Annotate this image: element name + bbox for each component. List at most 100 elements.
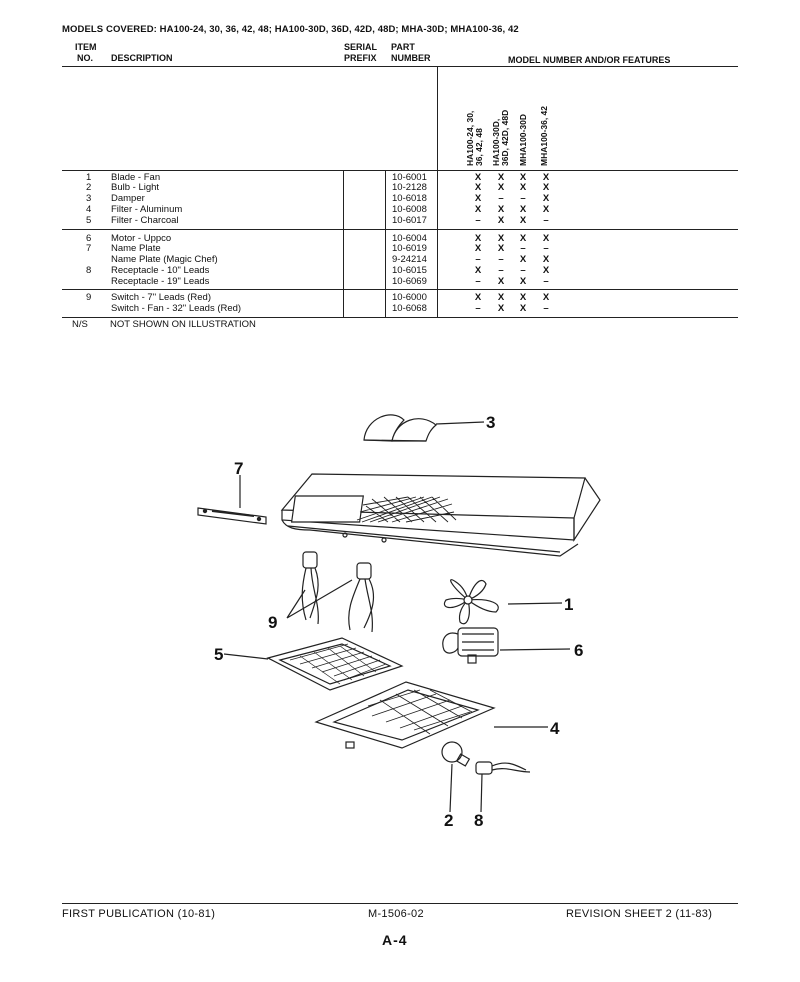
- part-description: Name Plate (Magic Chef): [111, 254, 218, 265]
- damper-drawing: [363, 414, 437, 442]
- part-number: 10-6019: [392, 243, 427, 254]
- part-description: Switch - Fan - 32" Leads (Red): [111, 303, 242, 314]
- callout-4: 4: [550, 719, 560, 738]
- model-availability-mark: X: [474, 182, 482, 193]
- footer-first-publication: FIRST PUBLICATION (10-81): [62, 908, 216, 920]
- model-availability-mark: X: [474, 204, 482, 215]
- model-col-4-header: MHA100-36, 42: [539, 105, 549, 166]
- callout-numbers: 3 7 1 9 5 6 4 2 8: [214, 413, 583, 830]
- model-availability-mark: –: [543, 243, 549, 254]
- model-availability-mark: –: [475, 215, 481, 226]
- part-description: Switch - 7" Leads (Red): [111, 292, 211, 303]
- model-availability-mark: X: [519, 182, 527, 193]
- model-availability-mark: X: [519, 303, 527, 314]
- col-part-line1: PART: [391, 42, 415, 52]
- model-availability-mark: –: [543, 215, 549, 226]
- part-number: 10-6000: [392, 292, 427, 303]
- col-item-line1: ITEM: [75, 42, 97, 52]
- model-availability-mark: –: [543, 303, 549, 314]
- callout-5: 5: [214, 645, 223, 664]
- switch-drawings: [301, 551, 375, 633]
- receptacle-drawing: [475, 761, 531, 775]
- model-availability-mark: X: [497, 215, 505, 226]
- part-number: 10-2128: [392, 182, 427, 193]
- model-availability-mark: X: [474, 172, 482, 183]
- model-availability-mark: –: [520, 243, 526, 254]
- model-availability-mark: –: [520, 193, 526, 204]
- model-availability-mark: X: [542, 172, 550, 183]
- rule-group-2-top: [62, 229, 738, 230]
- model-availability-mark: X: [542, 265, 550, 276]
- footer-rule: [62, 903, 738, 904]
- item-number: 1: [86, 172, 92, 183]
- model-availability-mark: X: [519, 172, 527, 183]
- model-availability-mark: X: [497, 303, 505, 314]
- model-availability-mark: X: [497, 182, 505, 193]
- part-number: 10-6068: [392, 303, 427, 314]
- model-availability-mark: X: [497, 292, 505, 303]
- model-availability-mark: X: [474, 265, 482, 276]
- item-number: 9: [86, 292, 92, 303]
- model-availability-mark: –: [475, 254, 481, 265]
- model-availability-mark: X: [519, 204, 527, 215]
- callout-7: 7: [234, 459, 243, 478]
- model-availability-mark: –: [520, 265, 526, 276]
- part-description: Name Plate: [111, 243, 161, 254]
- col-serial-header: SERIAL PREFIX: [344, 42, 377, 64]
- item-number: 5: [86, 215, 92, 226]
- col-model-features-header: MODEL NUMBER AND/OR FEATURES: [508, 55, 671, 65]
- model-availability-mark: X: [542, 182, 550, 193]
- model-availability-mark: X: [542, 204, 550, 215]
- model-availability-mark: X: [542, 254, 550, 265]
- model-availability-mark: X: [519, 254, 527, 265]
- model-availability-mark: –: [498, 254, 504, 265]
- part-number: 9-24214: [392, 254, 427, 265]
- rule-header-bottom: [62, 66, 738, 67]
- callout-8: 8: [474, 811, 483, 830]
- model-availability-mark: X: [497, 233, 505, 244]
- model-availability-mark: –: [498, 265, 504, 276]
- model-availability-mark: X: [474, 233, 482, 244]
- motor-drawing: [442, 627, 499, 664]
- col-part-line2: NUMBER: [391, 53, 431, 63]
- callout-9: 9: [268, 613, 277, 632]
- range-hood-drawing: [280, 473, 601, 557]
- fan-blade-drawing: [443, 579, 499, 625]
- part-number: 10-6001: [392, 172, 427, 183]
- col-item-line2: NO.: [77, 53, 94, 63]
- callout-3: 3: [486, 413, 495, 432]
- divider-serial-left: [343, 170, 344, 317]
- item-number: 3: [86, 193, 92, 204]
- aluminum-filter-drawing: [314, 681, 496, 749]
- model-availability-mark: X: [519, 215, 527, 226]
- part-number: 10-6018: [392, 193, 427, 204]
- model-availability-mark: X: [497, 204, 505, 215]
- page-number: A-4: [382, 932, 408, 948]
- col-description-header: DESCRIPTION: [111, 53, 173, 63]
- model-availability-mark: –: [475, 276, 481, 287]
- rule-group-3-top: [62, 289, 738, 290]
- model-col-3-header: MHA100-30D: [518, 114, 528, 166]
- part-description: Filter - Aluminum: [111, 204, 183, 215]
- model-availability-mark: X: [497, 243, 505, 254]
- part-number: 10-6004: [392, 233, 427, 244]
- part-description: Motor - Uppco: [111, 233, 172, 244]
- ns-code: N/S: [72, 319, 88, 330]
- divider-serial-right: [385, 170, 386, 317]
- col-serial-line1: SERIAL: [344, 42, 378, 52]
- model-availability-mark: X: [542, 292, 550, 303]
- footer-revision: REVISION SHEET 2 (11-83): [566, 908, 713, 920]
- charcoal-filter-drawing: [266, 637, 404, 691]
- item-number: 2: [86, 182, 92, 193]
- col-serial-line2: PREFIX: [344, 53, 377, 63]
- part-description: Blade - Fan: [111, 172, 161, 183]
- exploded-view-illustration: 3 7 1 9 5 6 4 2 8: [197, 413, 601, 830]
- name-plate-drawing: [197, 507, 267, 525]
- part-description: Receptacle - 19" Leads: [111, 276, 210, 287]
- item-number: 7: [86, 243, 92, 254]
- model-availability-mark: X: [519, 233, 527, 244]
- model-col-1-header: HA100-24, 30, 36, 42, 48: [465, 110, 484, 166]
- col-part-header: PART NUMBER: [391, 42, 431, 64]
- part-number: 10-6015: [392, 265, 427, 276]
- model-availability-mark: X: [497, 276, 505, 287]
